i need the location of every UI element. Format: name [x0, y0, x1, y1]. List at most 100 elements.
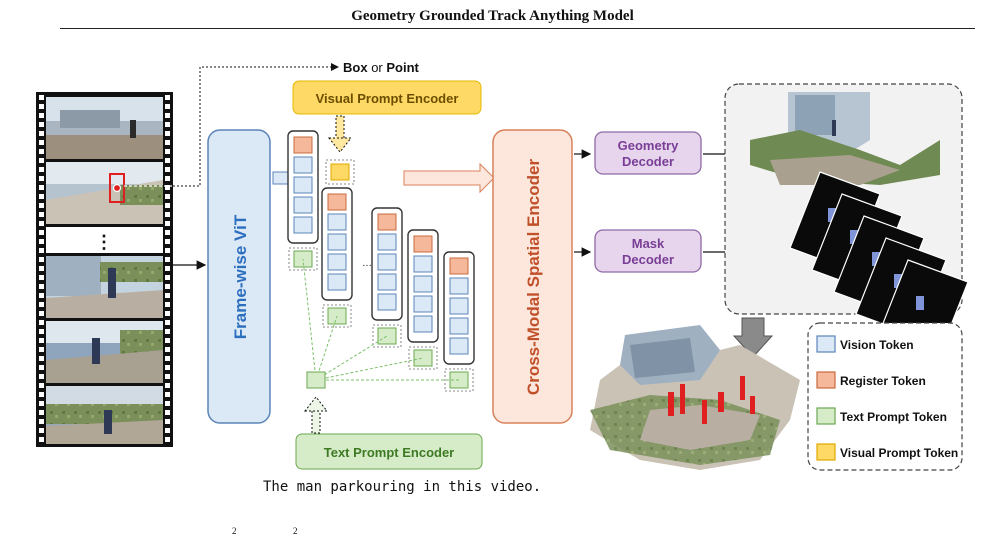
- film-hole: [165, 410, 170, 415]
- vision-token: [449, 337, 469, 355]
- film-hole: [39, 437, 44, 442]
- film-hole: [165, 437, 170, 442]
- mask-decoder-box: [594, 229, 702, 273]
- video-frame-1: [46, 97, 163, 159]
- register-token: [377, 213, 397, 231]
- vision-token: [327, 273, 347, 291]
- text-prompt-encoder-label: Text Prompt Encoder: [324, 445, 455, 460]
- film-hole: [39, 248, 44, 253]
- legend-label: Visual Prompt Token: [840, 446, 958, 460]
- film-hole: [165, 275, 170, 280]
- film-hole: [165, 329, 170, 334]
- film-hole: [39, 221, 44, 226]
- film-hole: [165, 284, 170, 289]
- vision-token: [413, 295, 433, 313]
- mask-silhouette: [894, 274, 902, 288]
- film-hole: [39, 275, 44, 280]
- film-hole: [39, 428, 44, 433]
- film-hole: [165, 176, 170, 181]
- film-hole: [39, 401, 44, 406]
- film-hole: [39, 122, 44, 127]
- film-hole: [39, 158, 44, 163]
- text-prompt-encoder-box: [295, 433, 483, 470]
- film-strip: ⋮: [36, 92, 173, 447]
- film-hole: [39, 167, 44, 172]
- film-hole: [39, 392, 44, 397]
- register-token: [327, 193, 347, 211]
- film-hole: [165, 293, 170, 298]
- legend-swatch: [816, 443, 836, 461]
- film-hole: [39, 347, 44, 352]
- token-stacks: [287, 130, 475, 392]
- visual-prompt-encoder-box: [292, 80, 482, 115]
- cross-modal-box: [492, 129, 573, 424]
- box-word: Box: [343, 60, 368, 75]
- film-hole: [39, 284, 44, 289]
- film-hole: [39, 176, 44, 181]
- geometry-decoder-label-2: Decoder: [622, 154, 674, 169]
- mask-silhouette: [828, 208, 836, 222]
- cross-modal-spatial-encoder: Cross-Modal Spatial Encoder: [492, 129, 573, 424]
- legend-swatch: [816, 335, 836, 353]
- page-title: Geometry Grounded Track Anything Model: [351, 8, 634, 24]
- video-frame-4: [46, 321, 163, 383]
- film-hole: [165, 104, 170, 109]
- film-hole: [39, 311, 44, 316]
- visual-token-slot: [325, 159, 355, 185]
- visual-prompt-encoder: Visual Prompt Encoder: [292, 80, 482, 115]
- video-frame-3: [46, 256, 163, 318]
- output-panel: [724, 83, 969, 359]
- film-hole: [39, 230, 44, 235]
- film-hole: [165, 239, 170, 244]
- frame-wise-vit-label: Frame-wise ViT: [231, 214, 250, 339]
- mask-silhouette: [916, 296, 924, 310]
- film-hole: [165, 221, 170, 226]
- film-hole: [165, 122, 170, 127]
- legend-label: Vision Token: [840, 338, 914, 352]
- geometry-decoder-box: [594, 131, 702, 175]
- film-hole: [165, 140, 170, 145]
- film-hole: [165, 383, 170, 388]
- visual-prompt-token: [330, 163, 350, 181]
- text-encoder-arrow-head: [303, 396, 329, 412]
- register-token: [293, 136, 313, 154]
- legend-swatch: [816, 407, 836, 425]
- mask-decoder-label-2: Decoder: [622, 252, 674, 267]
- film-hole: [39, 203, 44, 208]
- film-hole: [39, 104, 44, 109]
- film-hole: [165, 194, 170, 199]
- vision-token: [327, 213, 347, 231]
- film-hole: [165, 374, 170, 379]
- text-token-link: [315, 357, 424, 381]
- film-hole: [39, 194, 44, 199]
- film-hole: [165, 167, 170, 172]
- film-hole: [165, 401, 170, 406]
- film-hole: [39, 302, 44, 307]
- red-track-figures: [668, 376, 755, 424]
- or-word: or: [371, 60, 383, 75]
- tokens-to-cross-modal-arrow: [403, 162, 495, 194]
- film-hole: [165, 302, 170, 307]
- vision-token: [293, 176, 313, 194]
- film-hole: [165, 212, 170, 217]
- text-token-slot: [408, 346, 438, 370]
- film-hole: [39, 383, 44, 388]
- point-prompt-dot: [112, 183, 122, 193]
- frame-wise-vit: Frame-wise ViT: [207, 129, 271, 424]
- vision-token: [293, 196, 313, 214]
- video-frame-2: [46, 162, 163, 224]
- film-hole: [165, 419, 170, 424]
- prompt-link-line: [173, 63, 339, 187]
- vision-token: [449, 297, 469, 315]
- film-hole: [39, 320, 44, 325]
- text-prompt-token: [377, 327, 397, 345]
- box-or-point-label: Box or Point: [343, 60, 419, 75]
- point-cloud-small: [750, 92, 940, 185]
- cross-modal-label: Cross-Modal Spatial Encoder: [524, 159, 543, 396]
- film-hole: [165, 320, 170, 325]
- text-prompt-encoder: Text Prompt Encoder: [295, 433, 483, 470]
- vision-token: [377, 293, 397, 311]
- video-frame-gap: [46, 227, 163, 253]
